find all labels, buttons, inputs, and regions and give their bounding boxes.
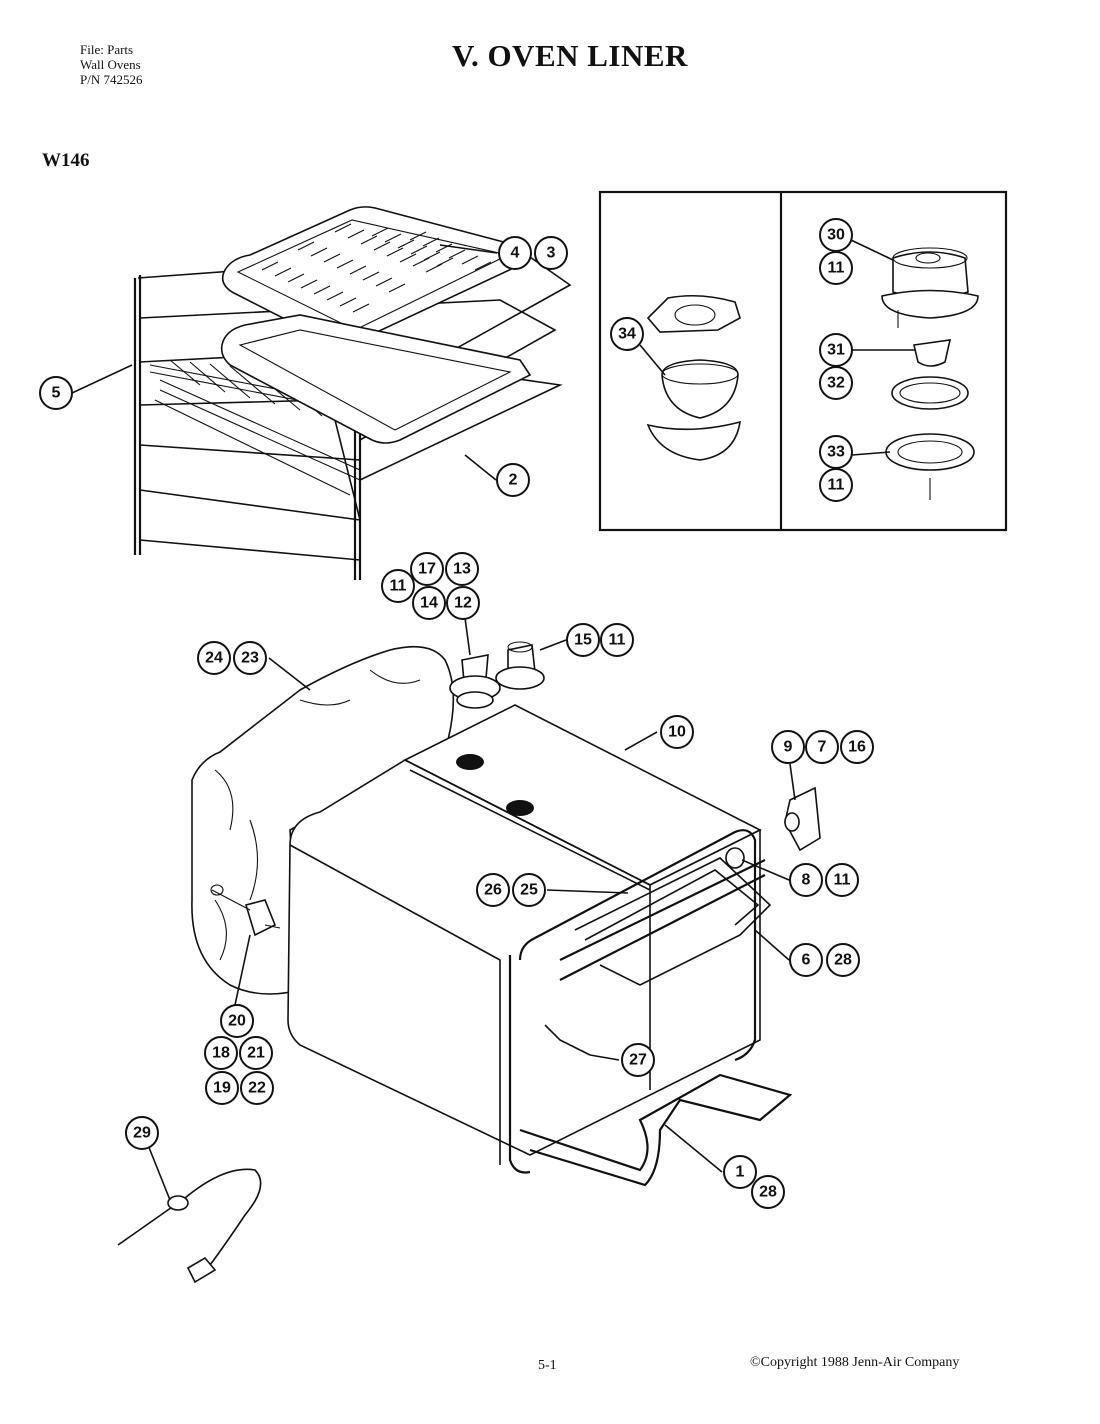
callout-31: 31 <box>819 333 853 367</box>
callout-18: 18 <box>204 1036 238 1070</box>
callout-26: 26 <box>476 873 510 907</box>
callout-34: 34 <box>610 317 644 351</box>
svg-text:18: 18 <box>212 1045 230 1062</box>
broiler-pan-drawing <box>220 206 532 444</box>
svg-text:31: 31 <box>827 342 845 359</box>
callout-19: 19 <box>205 1071 239 1105</box>
callout-24: 24 <box>197 641 231 675</box>
svg-text:23: 23 <box>241 650 259 667</box>
svg-text:11: 11 <box>609 632 626 649</box>
callout-11-a: 11 <box>819 251 853 285</box>
callout-3: 3 <box>534 236 568 270</box>
svg-text:30: 30 <box>827 227 845 244</box>
model-number: W146 <box>42 150 90 171</box>
light-assembly-inset <box>598 190 1008 532</box>
file-line-1: File: Parts <box>80 42 134 57</box>
callout-13: 13 <box>445 552 479 586</box>
callout-28-a: 28 <box>826 943 860 977</box>
svg-text:8: 8 <box>802 872 811 889</box>
callout-22: 22 <box>240 1071 274 1105</box>
svg-text:22: 22 <box>248 1080 266 1097</box>
callout-15: 15 <box>566 623 600 657</box>
callout-12: 12 <box>446 586 480 620</box>
callout-20: 20 <box>220 1004 254 1038</box>
callout-21: 21 <box>239 1036 273 1070</box>
callout-27: 27 <box>621 1043 655 1077</box>
svg-text:10: 10 <box>668 724 686 741</box>
svg-text:11: 11 <box>390 578 407 595</box>
callout-11-b: 11 <box>819 468 853 502</box>
svg-text:5: 5 <box>52 385 61 402</box>
file-info: File: Parts Wall Ovens P/N 742526 <box>80 42 142 87</box>
svg-text:19: 19 <box>213 1080 231 1097</box>
heating-elements-drawing <box>508 829 793 1187</box>
file-line-3: P/N 742526 <box>80 72 143 87</box>
callout-14: 14 <box>412 586 446 620</box>
callout-28-b: 28 <box>751 1175 785 1209</box>
svg-text:11: 11 <box>834 872 851 889</box>
leader-lines <box>71 239 915 1201</box>
svg-text:11: 11 <box>828 260 845 277</box>
svg-text:34: 34 <box>618 326 636 343</box>
svg-text:28: 28 <box>834 952 852 969</box>
small-parts-drawing <box>210 641 821 1056</box>
svg-text:2: 2 <box>509 472 518 489</box>
callout-6: 6 <box>789 943 823 977</box>
callout-10: 10 <box>660 715 694 749</box>
svg-text:27: 27 <box>629 1052 647 1069</box>
svg-text:14: 14 <box>420 595 438 612</box>
callout-11-c: 11 <box>381 569 415 603</box>
svg-text:32: 32 <box>827 375 845 392</box>
callout-16: 16 <box>840 730 874 764</box>
callout-1: 1 <box>723 1155 757 1189</box>
callout-29: 29 <box>125 1116 159 1150</box>
svg-text:4: 4 <box>511 245 520 262</box>
file-line-2: Wall Ovens <box>80 57 141 72</box>
page-number: 5-1 <box>538 1358 557 1373</box>
callouts: 4 3 5 2 30 11 34 31 32 33 11 11 17 13 14… <box>39 218 874 1209</box>
svg-text:24: 24 <box>205 650 223 667</box>
svg-text:33: 33 <box>827 444 845 461</box>
callout-11-e: 11 <box>825 863 859 897</box>
svg-text:17: 17 <box>418 561 436 578</box>
probe-drawing <box>117 1168 262 1284</box>
svg-text:20: 20 <box>228 1013 246 1030</box>
svg-text:29: 29 <box>133 1125 151 1142</box>
svg-text:21: 21 <box>247 1045 265 1062</box>
svg-text:11: 11 <box>828 477 845 494</box>
svg-text:16: 16 <box>848 739 866 756</box>
callout-33: 33 <box>819 435 853 469</box>
svg-text:6: 6 <box>802 952 811 969</box>
callout-8: 8 <box>789 863 823 897</box>
page-title: V. OVEN LINER <box>452 38 688 73</box>
callout-4: 4 <box>498 236 532 270</box>
callout-30: 30 <box>819 218 853 252</box>
copyright-notice: ©Copyright 1988 Jenn-Air Company <box>750 1355 960 1370</box>
svg-text:12: 12 <box>454 595 472 612</box>
svg-text:1: 1 <box>736 1164 745 1181</box>
callout-9: 9 <box>771 730 805 764</box>
svg-text:7: 7 <box>818 739 827 756</box>
callout-5: 5 <box>39 376 73 410</box>
svg-text:15: 15 <box>574 632 592 649</box>
svg-text:13: 13 <box>453 561 471 578</box>
svg-text:26: 26 <box>484 882 502 899</box>
callout-11-d: 11 <box>600 623 634 657</box>
callout-25: 25 <box>512 873 546 907</box>
callout-2: 2 <box>496 463 530 497</box>
callout-7: 7 <box>805 730 839 764</box>
callout-17: 17 <box>410 552 444 586</box>
svg-text:9: 9 <box>784 739 793 756</box>
svg-text:3: 3 <box>547 245 556 262</box>
callout-23: 23 <box>233 641 267 675</box>
callout-32: 32 <box>819 366 853 400</box>
svg-text:28: 28 <box>759 1184 777 1201</box>
svg-text:25: 25 <box>520 882 538 899</box>
